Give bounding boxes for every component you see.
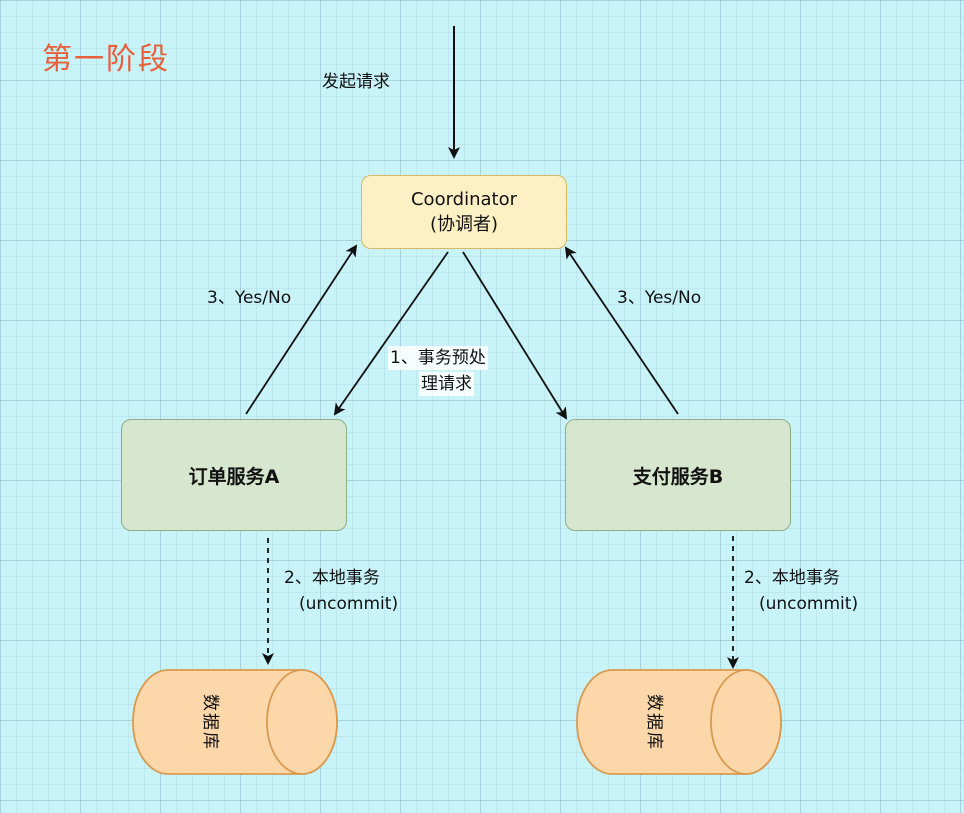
vote-label-left: 3、Yes/No: [207, 288, 292, 308]
prepare-label-line2: 理请求: [419, 372, 474, 396]
prepare-arrow-to-service-b: [462, 251, 568, 420]
local-txn-label-right-line2: (uncommit): [759, 594, 859, 614]
phase-title: 第一阶段: [42, 42, 170, 77]
database-left-label: 数据库: [200, 694, 220, 751]
initiate-request-label: 发起请求: [322, 72, 390, 92]
coordinator-subtitle: (协调者): [429, 214, 499, 235]
coordinator-title: Coordinator: [410, 189, 517, 210]
vote-arrow-from-service-a: [245, 244, 358, 415]
local-txn-label-left-line2: (uncommit): [299, 594, 399, 614]
service-a-label: 订单服务A: [188, 465, 280, 488]
local-txn-label-right-line1: 2、本地事务: [744, 568, 840, 588]
database-right-label: 数据库: [644, 694, 664, 751]
database-left: [132, 669, 338, 775]
coordinator-node: Coordinator (协调者): [361, 175, 567, 249]
vote-arrow-from-service-b: [564, 246, 679, 415]
prepare-arrow-to-service-a: [333, 251, 449, 416]
service-b-node: 支付服务B: [565, 419, 791, 531]
prepare-label-line1: 1、事务预处: [388, 346, 488, 370]
service-b-label: 支付服务B: [632, 465, 724, 488]
vote-label-right: 3、Yes/No: [617, 288, 702, 308]
local-txn-label-left-line1: 2、本地事务: [284, 568, 380, 588]
service-a-node: 订单服务A: [121, 419, 347, 531]
database-right: [576, 669, 782, 775]
